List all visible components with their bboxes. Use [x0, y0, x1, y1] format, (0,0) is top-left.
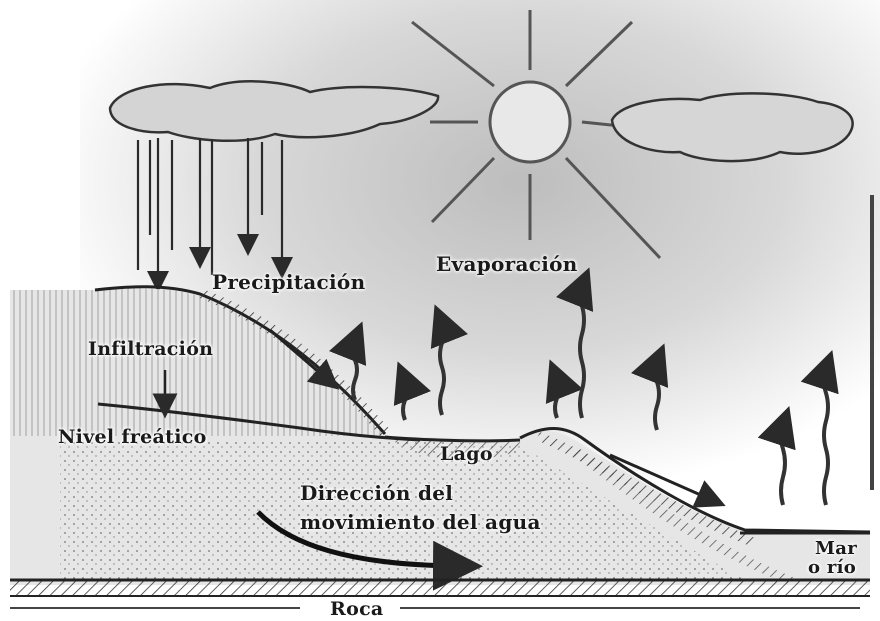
label-flow-direction-line1: Dirección del: [300, 481, 453, 505]
label-infiltration: Infiltración: [88, 338, 213, 360]
rock-layer: [10, 580, 870, 596]
label-rock: Roca: [330, 598, 384, 620]
label-lake: Lago: [440, 443, 493, 465]
label-evaporation: Evaporación: [436, 252, 578, 276]
label-water-table: Nivel freático: [58, 426, 207, 448]
label-sea: Mar: [815, 538, 857, 559]
label-precipitation: Precipitación: [212, 270, 365, 294]
label-or-river: o río: [808, 557, 856, 578]
label-flow-direction-line2: movimiento del agua: [300, 510, 541, 534]
